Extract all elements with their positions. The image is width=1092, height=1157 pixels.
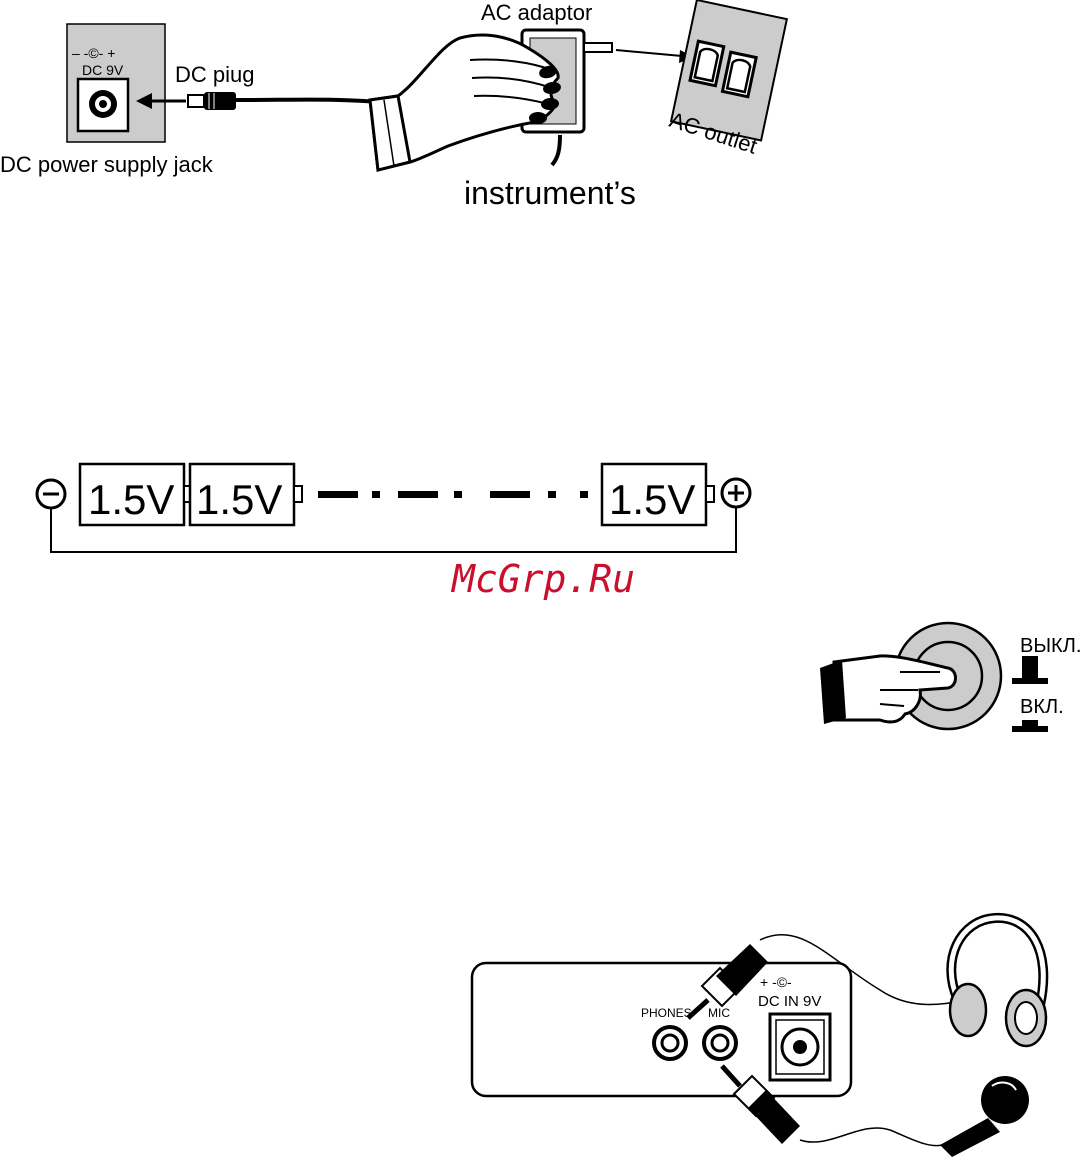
switch-on-state-icon xyxy=(1012,720,1048,732)
dc-in-jack xyxy=(770,1014,830,1080)
microphone-icon xyxy=(940,1076,1029,1157)
dc-plug-label: DC piug xyxy=(175,62,254,87)
switch-off-label: ВЫКЛ. xyxy=(1020,635,1081,657)
dc-power-supply-jack-label: DC power supply jack xyxy=(0,152,214,177)
battery-cell: 1.5V xyxy=(190,464,302,525)
watermark-text: McGrp.Ru xyxy=(450,557,635,601)
rear-jack-panel-diagram: PHONES MIC + -©- DC IN 9V xyxy=(472,918,1046,1157)
power-connection-diagram: – -©- + DC 9V DC power supply jack DC pi… xyxy=(0,0,787,211)
battery-series-diagram: 1.5V 1.5V 1.5V xyxy=(37,464,750,552)
battery-cell-voltage: 1.5V xyxy=(609,476,695,523)
plug-in-arrow-icon xyxy=(616,50,694,63)
dc-in-polarity-symbol: + -©- xyxy=(760,974,792,990)
adaptor-cable-lower xyxy=(552,135,560,165)
power-switch-diagram: ВЫКЛ. ВКЛ. xyxy=(820,623,1081,732)
ac-adaptor-label: AC adaptor xyxy=(481,0,592,25)
jack-socket-pin xyxy=(99,100,107,108)
phones-jack-label: PHONES xyxy=(641,1006,692,1020)
battery-cell: 1.5V xyxy=(602,464,714,525)
switch-off-state-icon xyxy=(1012,656,1048,684)
dc-jack-panel: – -©- + DC 9V xyxy=(67,24,165,142)
dc-plug xyxy=(188,92,236,110)
negative-terminal-icon xyxy=(37,480,65,508)
positive-terminal-icon xyxy=(722,479,750,507)
series-continuation-line xyxy=(318,491,588,498)
jack-rating-label: DC 9V xyxy=(82,62,124,78)
headphones-icon xyxy=(950,918,1046,1046)
dc-in-label: DC IN 9V xyxy=(758,993,821,1010)
battery-cell-voltage: 1.5V xyxy=(88,476,174,523)
battery-cell-voltage: 1.5V xyxy=(196,476,282,523)
switch-on-label: ВКЛ. xyxy=(1020,696,1064,718)
phones-jack xyxy=(654,1027,686,1059)
mic-jack-label: MIC xyxy=(708,1006,730,1020)
instrument-caption: instrument’s xyxy=(464,175,636,211)
hand-icon xyxy=(370,35,562,170)
jack-polarity-symbol: – -©- + xyxy=(72,45,115,61)
battery-cell: 1.5V xyxy=(80,464,190,525)
mic-jack xyxy=(704,1027,736,1059)
microphone-cord xyxy=(800,1128,946,1146)
